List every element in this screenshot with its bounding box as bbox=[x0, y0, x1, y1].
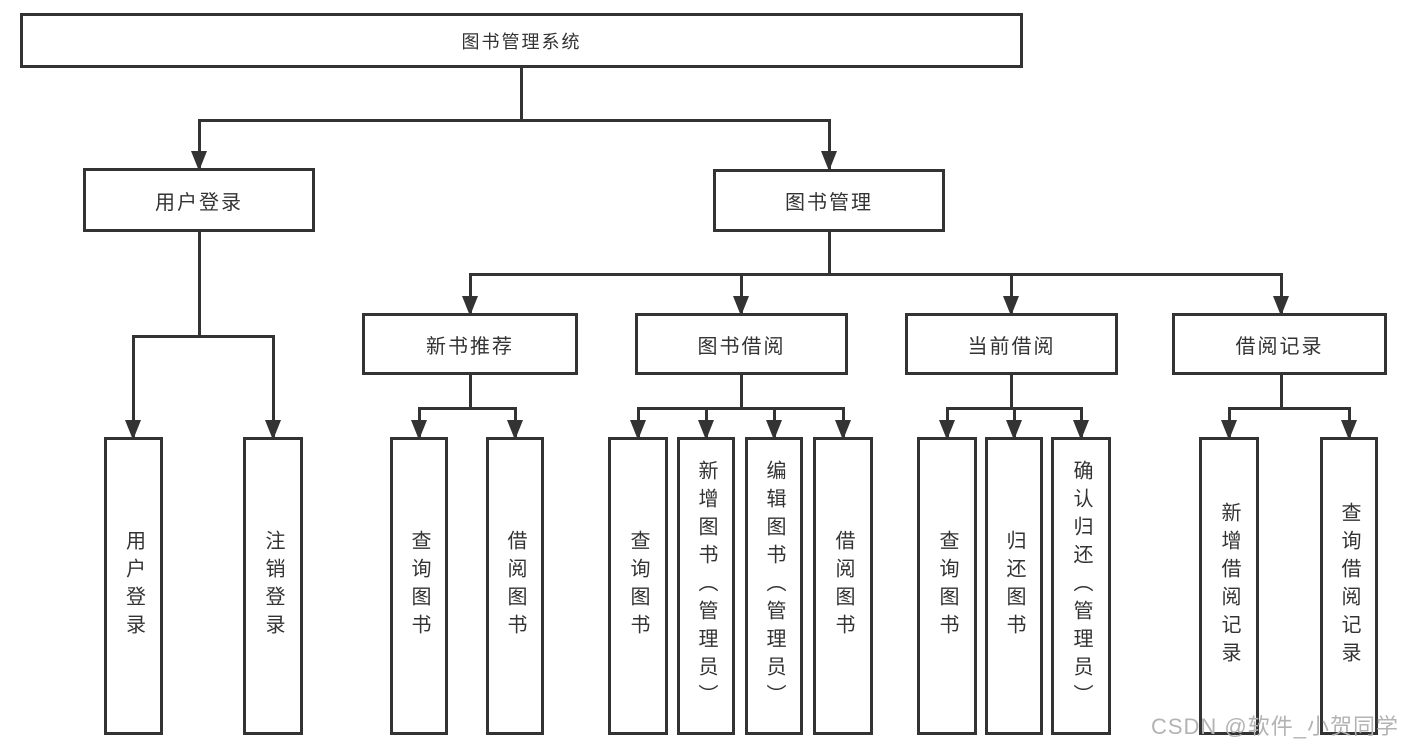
node-new-book-recommend-label: 新书推荐 bbox=[426, 335, 514, 358]
leaf-query-book-borrow-label: 查询图书 bbox=[627, 530, 649, 642]
leaf-add-book-admin-label: 新增图书（管理员） bbox=[695, 460, 717, 712]
leaf-query-book-current-label: 查询图书 bbox=[936, 530, 958, 642]
fan-new-book-bar bbox=[417, 407, 517, 410]
leaf-logout: 注销登录 bbox=[243, 437, 303, 735]
fan-user-login-arrowhead-0 bbox=[125, 420, 141, 440]
leaf-user-login-label: 用户登录 bbox=[122, 530, 145, 642]
leaf-query-borrow-record-label: 查询借阅记录 bbox=[1338, 502, 1360, 670]
leaf-query-borrow-record: 查询借阅记录 bbox=[1320, 437, 1378, 735]
fan-book-management-drop-3 bbox=[1279, 273, 1283, 314]
fan-book-borrow-arrowhead-3 bbox=[835, 420, 851, 440]
fan-current-borrow-stem bbox=[1009, 375, 1013, 410]
fan-book-management-drop-1 bbox=[739, 273, 743, 314]
fan-book-management-arrowhead-3 bbox=[1273, 296, 1289, 316]
fan-book-management-arrowhead-2 bbox=[1003, 296, 1019, 316]
node-current-borrow: 当前借阅 bbox=[905, 313, 1118, 375]
leaf-query-book-borrow: 查询图书 bbox=[608, 437, 668, 735]
leaf-borrow-book-label: 借阅图书 bbox=[832, 530, 854, 642]
fan-root-drop-1 bbox=[827, 119, 831, 169]
fan-borrow-record-stem bbox=[1279, 375, 1283, 410]
leaf-query-book-recommend-label: 查询图书 bbox=[408, 530, 430, 642]
node-root: 图书管理系统 bbox=[20, 13, 1023, 68]
node-user-login-label: 用户登录 bbox=[155, 191, 243, 214]
fan-book-borrow-arrowhead-2 bbox=[766, 420, 782, 440]
leaf-borrow-book-recommend-label: 借阅图书 bbox=[504, 530, 526, 642]
fan-book-management-arrowhead-0 bbox=[462, 296, 478, 316]
node-new-book-recommend: 新书推荐 bbox=[362, 313, 578, 375]
fan-book-management-stem bbox=[827, 232, 831, 276]
leaf-logout-label: 注销登录 bbox=[262, 530, 284, 642]
fan-borrow-record-arrowhead-1 bbox=[1341, 420, 1357, 440]
leaf-add-borrow-record-label: 新增借阅记录 bbox=[1218, 502, 1240, 670]
node-borrow-record: 借阅记录 bbox=[1172, 313, 1387, 375]
fan-new-book-arrowhead-0 bbox=[411, 420, 427, 440]
fan-root-drop-0 bbox=[197, 119, 201, 169]
fan-current-borrow-arrowhead-0 bbox=[939, 420, 955, 440]
fan-book-management-bar bbox=[468, 273, 1283, 276]
fan-root-arrowhead-0 bbox=[191, 151, 207, 171]
fan-new-book-stem bbox=[468, 375, 472, 410]
leaf-borrow-book-recommend: 借阅图书 bbox=[486, 437, 544, 735]
leaf-query-book-current: 查询图书 bbox=[917, 437, 977, 735]
fan-user-login-arrowhead-1 bbox=[265, 420, 281, 440]
leaf-user-login: 用户登录 bbox=[104, 437, 163, 735]
fan-root-bar bbox=[197, 119, 831, 122]
node-book-borrow-label: 图书借阅 bbox=[697, 335, 786, 358]
leaf-edit-book-admin-label: 编辑图书（管理员） bbox=[763, 460, 785, 712]
node-user-login: 用户登录 bbox=[83, 168, 315, 232]
node-current-borrow-label: 当前借阅 bbox=[967, 335, 1056, 358]
fan-user-login-stem bbox=[197, 232, 201, 338]
node-book-borrow: 图书借阅 bbox=[635, 313, 848, 375]
leaf-return-book: 归还图书 bbox=[985, 437, 1043, 735]
fan-user-login-drop-0 bbox=[131, 335, 135, 438]
fan-book-management-drop-2 bbox=[1009, 273, 1013, 314]
fan-book-borrow-arrowhead-1 bbox=[698, 420, 714, 440]
node-book-management-label: 图书管理 bbox=[785, 192, 873, 214]
leaf-confirm-return-admin-label: 确认归还（管理员） bbox=[1070, 460, 1092, 712]
fan-book-borrow-stem bbox=[739, 375, 743, 410]
node-borrow-record-label: 借阅记录 bbox=[1235, 335, 1324, 358]
fan-book-management-drop-0 bbox=[468, 273, 472, 314]
fan-root-arrowhead-1 bbox=[821, 151, 837, 171]
leaf-query-book-recommend: 查询图书 bbox=[390, 437, 448, 735]
leaf-add-book-admin: 新增图书（管理员） bbox=[677, 437, 735, 735]
node-book-management: 图书管理 bbox=[713, 169, 945, 232]
fan-borrow-record-arrowhead-0 bbox=[1221, 420, 1237, 440]
fan-user-login-bar bbox=[131, 335, 275, 338]
fan-user-login-drop-1 bbox=[271, 335, 275, 438]
leaf-borrow-book: 借阅图书 bbox=[813, 437, 873, 735]
fan-book-borrow-bar bbox=[636, 407, 845, 410]
leaf-confirm-return-admin: 确认归还（管理员） bbox=[1051, 437, 1111, 735]
leaf-return-book-label: 归还图书 bbox=[1003, 530, 1025, 642]
fan-new-book-arrowhead-1 bbox=[507, 420, 523, 440]
fan-borrow-record-bar bbox=[1227, 407, 1351, 410]
fan-root-stem bbox=[519, 68, 523, 122]
fan-current-borrow-arrowhead-2 bbox=[1073, 420, 1089, 440]
fan-book-management-arrowhead-1 bbox=[733, 296, 749, 316]
node-root-label: 图书管理系统 bbox=[461, 31, 582, 52]
fan-book-borrow-arrowhead-0 bbox=[630, 420, 646, 440]
leaf-add-borrow-record: 新增借阅记录 bbox=[1199, 437, 1259, 735]
leaf-edit-book-admin: 编辑图书（管理员） bbox=[745, 437, 803, 735]
fan-current-borrow-arrowhead-1 bbox=[1006, 420, 1022, 440]
